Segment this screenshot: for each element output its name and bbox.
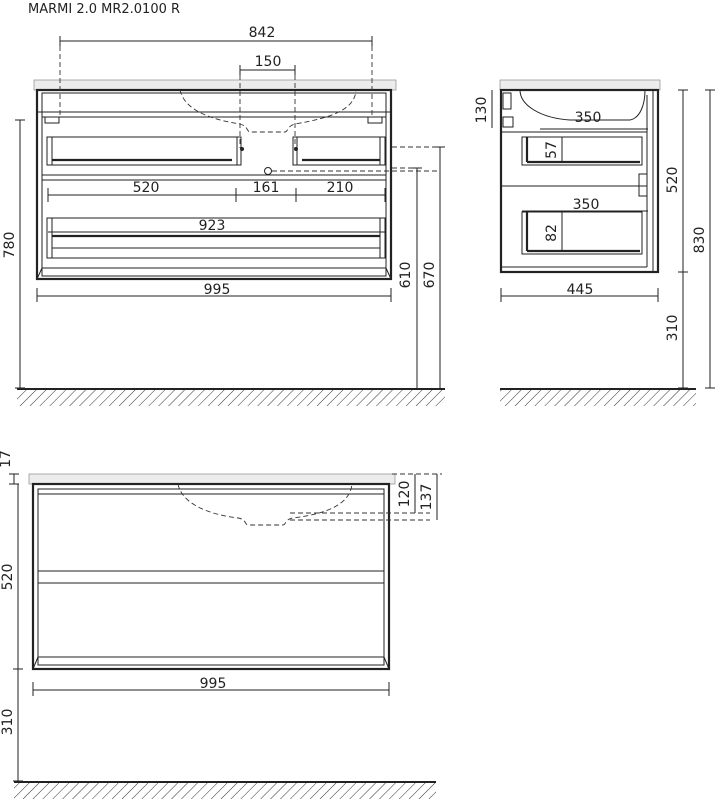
- dim-445: 445: [500, 282, 659, 302]
- dim-780: 780: [2, 119, 25, 389]
- dim-150-label: 150: [255, 54, 282, 70]
- dim-610-label: 610: [398, 262, 414, 289]
- dim-150: 150: [239, 54, 296, 148]
- front-view: 842 150 520 161 210 923: [2, 25, 445, 406]
- dim-995-front: 995: [36, 282, 392, 302]
- dim-520-side: 520: [665, 89, 688, 273]
- dim-610: 610: [392, 167, 422, 388]
- dim-923-label: 923: [199, 218, 226, 234]
- front-cabinet-inner: [41, 92, 387, 277]
- dim-210-label: 210: [327, 180, 354, 196]
- dim-137-label: 137: [419, 484, 435, 511]
- bottom-view: 17 120 137 520 995 310: [0, 450, 442, 799]
- front-upper-drawer-left: [46, 136, 242, 166]
- dim-17-label: 17: [0, 450, 14, 468]
- side-view: 130 350 57 350 82 445 520: [474, 79, 715, 406]
- dim-830-label: 830: [692, 227, 708, 254]
- dim-57: 57: [544, 137, 563, 162]
- dim-520-label: 520: [133, 180, 160, 196]
- dim-120: 120: [392, 473, 420, 513]
- front-block-right: [367, 116, 383, 124]
- dim-830: 830: [692, 89, 715, 389]
- bottom-chamfer-r: [383, 656, 390, 670]
- dim-17: 17: [0, 450, 19, 485]
- side-basin: [519, 89, 646, 121]
- dim-842: 842: [59, 25, 373, 118]
- dim-995-bottom: 995: [32, 676, 390, 696]
- front-base-chamfer-l: [36, 267, 43, 280]
- front-floor: [17, 388, 445, 406]
- dim-350-lower: 350: [522, 197, 648, 213]
- dim-130: 130: [474, 90, 493, 128]
- dim-130-label: 130: [474, 97, 490, 124]
- front-lower-drawer: [46, 217, 386, 259]
- front-siphon-dot-l: [240, 147, 244, 151]
- side-siphon-block: [502, 116, 514, 128]
- side-back-block: [502, 92, 512, 110]
- dim-995-front-label: 995: [204, 282, 231, 298]
- dim-350-upper-label: 350: [575, 110, 602, 126]
- bottom-cabinet-inner: [37, 488, 385, 666]
- bottom-cabinet-outline: [31, 482, 391, 671]
- dim-670-label: 670: [422, 262, 438, 289]
- dim-82: 82: [544, 212, 563, 251]
- front-upper-drawer-right: [292, 136, 386, 166]
- front-block-left: [44, 116, 60, 124]
- front-cabinet-outline: [35, 88, 393, 281]
- bottom-countertop: [28, 473, 396, 485]
- dim-120-label: 120: [397, 481, 413, 508]
- side-countertop: [499, 79, 661, 91]
- dim-350-upper: 350: [540, 110, 648, 130]
- front-drain-hole: [264, 167, 272, 175]
- dim-923: 923: [48, 218, 385, 234]
- side-upper-drawer: [521, 136, 643, 166]
- dim-57-label: 57: [544, 141, 560, 159]
- dim-310-side: 310: [665, 272, 688, 389]
- dim-82-label: 82: [544, 224, 560, 242]
- side-lower-drawer: [521, 211, 643, 255]
- bottom-basin-outline: [177, 483, 353, 526]
- front-basin-outline: [179, 89, 357, 133]
- dim-310-bottom: 310: [0, 669, 23, 782]
- dim-780-label: 780: [2, 232, 18, 259]
- dim-520-bottom-label: 520: [0, 564, 16, 591]
- front-base-chamfer-r: [385, 267, 392, 280]
- dim-row-520-161-210: 520 161 210: [47, 180, 386, 202]
- bottom-floor: [14, 781, 436, 799]
- dim-445-label: 445: [567, 282, 594, 298]
- side-cabinet-outline: [499, 88, 660, 274]
- dim-670: 670: [392, 146, 445, 388]
- front-countertop: [33, 79, 397, 91]
- dim-161-label: 161: [253, 180, 280, 196]
- side-floor: [500, 388, 696, 406]
- dim-350-lower-label: 350: [573, 197, 600, 213]
- dim-520-side-label: 520: [665, 167, 681, 194]
- dim-842-label: 842: [249, 25, 276, 41]
- dim-310-side-label: 310: [665, 315, 681, 342]
- side-handle: [638, 173, 648, 197]
- bottom-chamfer-l: [32, 656, 39, 670]
- dim-520-bottom: 520: [0, 484, 23, 670]
- dim-310-bottom-label: 310: [0, 709, 16, 736]
- drawing-title: MARMI 2.0 MR2.0100 R: [28, 2, 180, 17]
- dim-137: 137: [392, 473, 442, 520]
- dim-995-bottom-label: 995: [200, 676, 227, 692]
